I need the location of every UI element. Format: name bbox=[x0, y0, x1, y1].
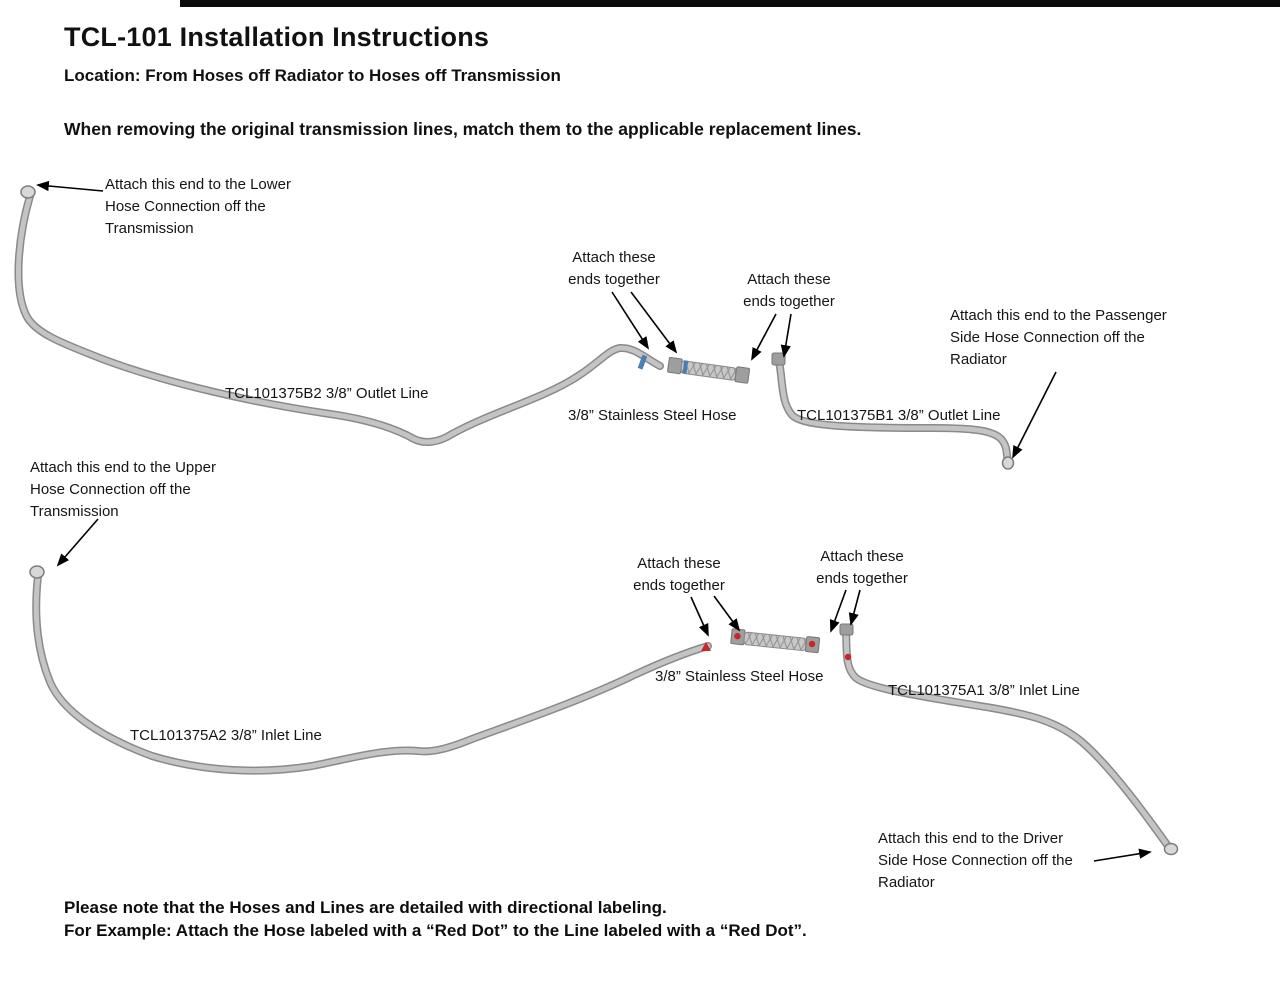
label-inlet-hose: 3/8” Stainless Steel Hose bbox=[655, 668, 824, 685]
annotation-outlet-radiator-end: Attach this end to the Passenger Side Ho… bbox=[950, 307, 1167, 368]
removal-instruction: When removing the original transmission … bbox=[64, 119, 862, 139]
red-direction-mark bbox=[701, 642, 711, 651]
annotation-outlet-attach-ends-right: Attach these ends together bbox=[743, 271, 835, 310]
blue-direction-mark bbox=[682, 360, 689, 374]
arrow-to-outlet-b1-end bbox=[1012, 371, 1057, 459]
arrow-to-inlet-a2-hose-joint-a bbox=[690, 596, 709, 637]
inlet-a1-fitting bbox=[839, 623, 854, 636]
arrow-to-outlet-b2-hose-joint-a bbox=[611, 291, 650, 350]
directional-labeling-note: Please note that the Hoses and Lines are… bbox=[64, 898, 667, 917]
arrow-to-outlet-hose-b1-joint-a bbox=[751, 313, 777, 361]
inlet-a1-flare-end bbox=[1163, 842, 1179, 856]
blue-direction-mark bbox=[637, 354, 648, 370]
red-dot-example-note: For Example: Attach the Hose labeled wit… bbox=[64, 921, 807, 940]
annotation-inlet-radiator-end: Attach this end to the Driver Side Hose … bbox=[878, 830, 1073, 891]
annotation-outlet-attach-ends-left: Attach these ends together bbox=[568, 249, 660, 288]
outlet-line-b2-tube bbox=[14, 185, 664, 446]
annotation-outlet-transmission-end: Attach this end to the Lower Hose Connec… bbox=[105, 176, 291, 237]
inlet-stainless-hose bbox=[730, 628, 821, 654]
outlet-line-b1-tube bbox=[771, 352, 1015, 470]
arrow-to-inlet-a1-end bbox=[1093, 848, 1152, 862]
arrow-to-inlet-hose-a1-joint-b bbox=[848, 589, 861, 626]
red-direction-mark bbox=[808, 640, 816, 648]
page-title: TCL-101 Installation Instructions bbox=[64, 22, 490, 52]
arrow-to-outlet-b2-hose-joint-b bbox=[630, 291, 678, 354]
outlet-b2-flare-end bbox=[20, 185, 36, 199]
arrow-to-outlet-hose-b1-joint-b bbox=[780, 313, 792, 358]
annotation-inlet-transmission-end: Attach this end to the Upper Hose Connec… bbox=[30, 459, 216, 520]
arrow-to-inlet-a2-hose-joint-b bbox=[713, 595, 741, 632]
arrow-to-inlet-hose-a1-joint-a bbox=[829, 589, 847, 633]
red-direction-mark bbox=[734, 633, 741, 640]
outlet-stainless-hose bbox=[667, 356, 751, 384]
inlet-a2-flare-end bbox=[29, 565, 45, 579]
label-outlet-line-b2: TCL101375B2 3/8” Outlet Line bbox=[225, 385, 429, 402]
label-inlet-line-a1: TCL101375A1 3/8” Inlet Line bbox=[888, 682, 1080, 699]
red-direction-mark bbox=[844, 653, 852, 661]
outlet-b1-fitting bbox=[771, 352, 786, 366]
annotation-inlet-attach-ends-left: Attach these ends together bbox=[633, 555, 725, 594]
annotation-inlet-attach-ends-right: Attach these ends together bbox=[816, 548, 908, 587]
outlet-b1-flare-end bbox=[1001, 456, 1015, 470]
label-inlet-line-a2: TCL101375A2 3/8” Inlet Line bbox=[130, 727, 322, 744]
label-outlet-line-b1: TCL101375B1 3/8” Outlet Line bbox=[797, 407, 1001, 424]
annotation-arrows bbox=[36, 180, 1152, 862]
inlet-line-a2-tube bbox=[29, 565, 712, 775]
arrow-to-inlet-a2-end bbox=[56, 518, 99, 567]
inlet-line-a1-tube bbox=[839, 623, 1179, 856]
location-subtitle: Location: From Hoses off Radiator to Hos… bbox=[64, 66, 561, 85]
scan-artifact-bar bbox=[180, 0, 1280, 7]
label-outlet-hose: 3/8” Stainless Steel Hose bbox=[568, 407, 737, 424]
arrow-to-outlet-b2-end bbox=[36, 180, 104, 192]
